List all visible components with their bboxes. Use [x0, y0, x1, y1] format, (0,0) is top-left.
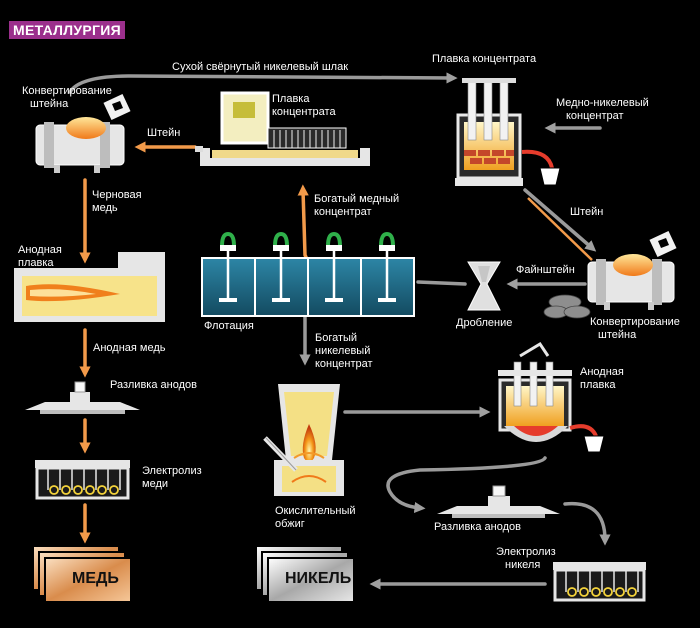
- label-cuni-line1: Медно-никелевый: [556, 97, 649, 109]
- label-anode-furnace-1-line1: Анодная: [18, 244, 62, 256]
- label-rich-cu-line2: концентрат: [314, 206, 372, 218]
- label-converter-1-line2: штейна: [30, 98, 69, 110]
- double-arrow-matte: [527, 197, 593, 261]
- label-smelting-1-line2: концентрата: [272, 106, 336, 118]
- label-roasting-line1: Окислительный: [275, 505, 356, 517]
- arrow-slag-to-smelting: [68, 72, 458, 94]
- label-converter-2-line2: штейна: [598, 329, 637, 341]
- label-electro-ni-line2: никеля: [505, 559, 541, 571]
- anode-casting-2: [437, 485, 560, 518]
- label-rich-ni-line2: никелевый: [315, 345, 371, 357]
- label-rich-ni-line3: концентрат: [315, 358, 373, 370]
- label-rich-ni-line1: Богатый: [315, 332, 358, 344]
- arrow-crush-to-flotation: [416, 280, 467, 286]
- label-anode-furnace-2-line1: Анодная: [580, 366, 624, 378]
- label-copper-product: МЕДЬ: [72, 570, 119, 587]
- electrolysis-ni-bath: [553, 562, 646, 602]
- label-casting-2: Разливка анодов: [434, 521, 521, 533]
- label-anode-furnace-2-line2: плавка: [580, 379, 616, 391]
- anode-furnace-1: [14, 252, 165, 322]
- arrow-matte-to-converter: [523, 188, 597, 252]
- label-matte-2: Штейн: [570, 206, 604, 218]
- converter-2: [543, 229, 678, 319]
- smelting-furnace-2: [455, 78, 561, 186]
- label-roasting-line2: обжиг: [275, 518, 305, 530]
- anode-casting-1: [25, 381, 140, 414]
- label-blister-line2: медь: [92, 202, 118, 214]
- label-matte-1: Штейн: [147, 127, 181, 139]
- label-smelting-1-line1: Плавка: [272, 93, 310, 105]
- smelting-furnace-1: [195, 91, 370, 166]
- label-finematte: Файнштейн: [516, 264, 575, 276]
- label-flotation: Флотация: [204, 320, 254, 332]
- label-slag: Сухой свёрнутый никелевый шлак: [172, 61, 349, 73]
- label-converter-1-line1: Конвертирование: [22, 85, 112, 97]
- label-cuni-line2: концентрат: [566, 110, 624, 122]
- flotation-cells: [201, 231, 415, 317]
- label-casting-1: Разливка анодов: [110, 379, 197, 391]
- label-blister-line1: Черновая: [92, 189, 142, 201]
- arrow-anode2-to-cast: [386, 456, 547, 514]
- crusher: [467, 261, 501, 311]
- copper-plates: [32, 545, 132, 603]
- page-title: МЕТАЛЛУРГИЯ: [9, 21, 126, 39]
- label-electro-cu-line1: Электролиз: [142, 465, 202, 477]
- converter-1: [35, 92, 132, 173]
- label-rich-cu-line1: Богатый медный: [314, 193, 400, 205]
- label-crushing: Дробление: [456, 317, 513, 329]
- nickel-plates: [255, 545, 355, 603]
- electrolysis-cu-bath: [35, 460, 130, 500]
- label-electro-ni-line1: Электролиз: [496, 546, 556, 558]
- label-anode-copper: Анодная медь: [93, 342, 166, 354]
- roasting-furnace: [263, 384, 344, 496]
- label-electro-cu-line2: меди: [142, 478, 169, 490]
- anode-furnace-2: [498, 341, 605, 453]
- label-converter-2-line1: Конвертирование: [590, 316, 680, 328]
- label-nickel-product: НИКЕЛЬ: [285, 570, 352, 587]
- label-anode-furnace-1-line2: плавка: [18, 257, 54, 269]
- label-smelting-2: Плавка концентрата: [432, 53, 537, 65]
- arrow-cast-to-electro: [563, 501, 611, 546]
